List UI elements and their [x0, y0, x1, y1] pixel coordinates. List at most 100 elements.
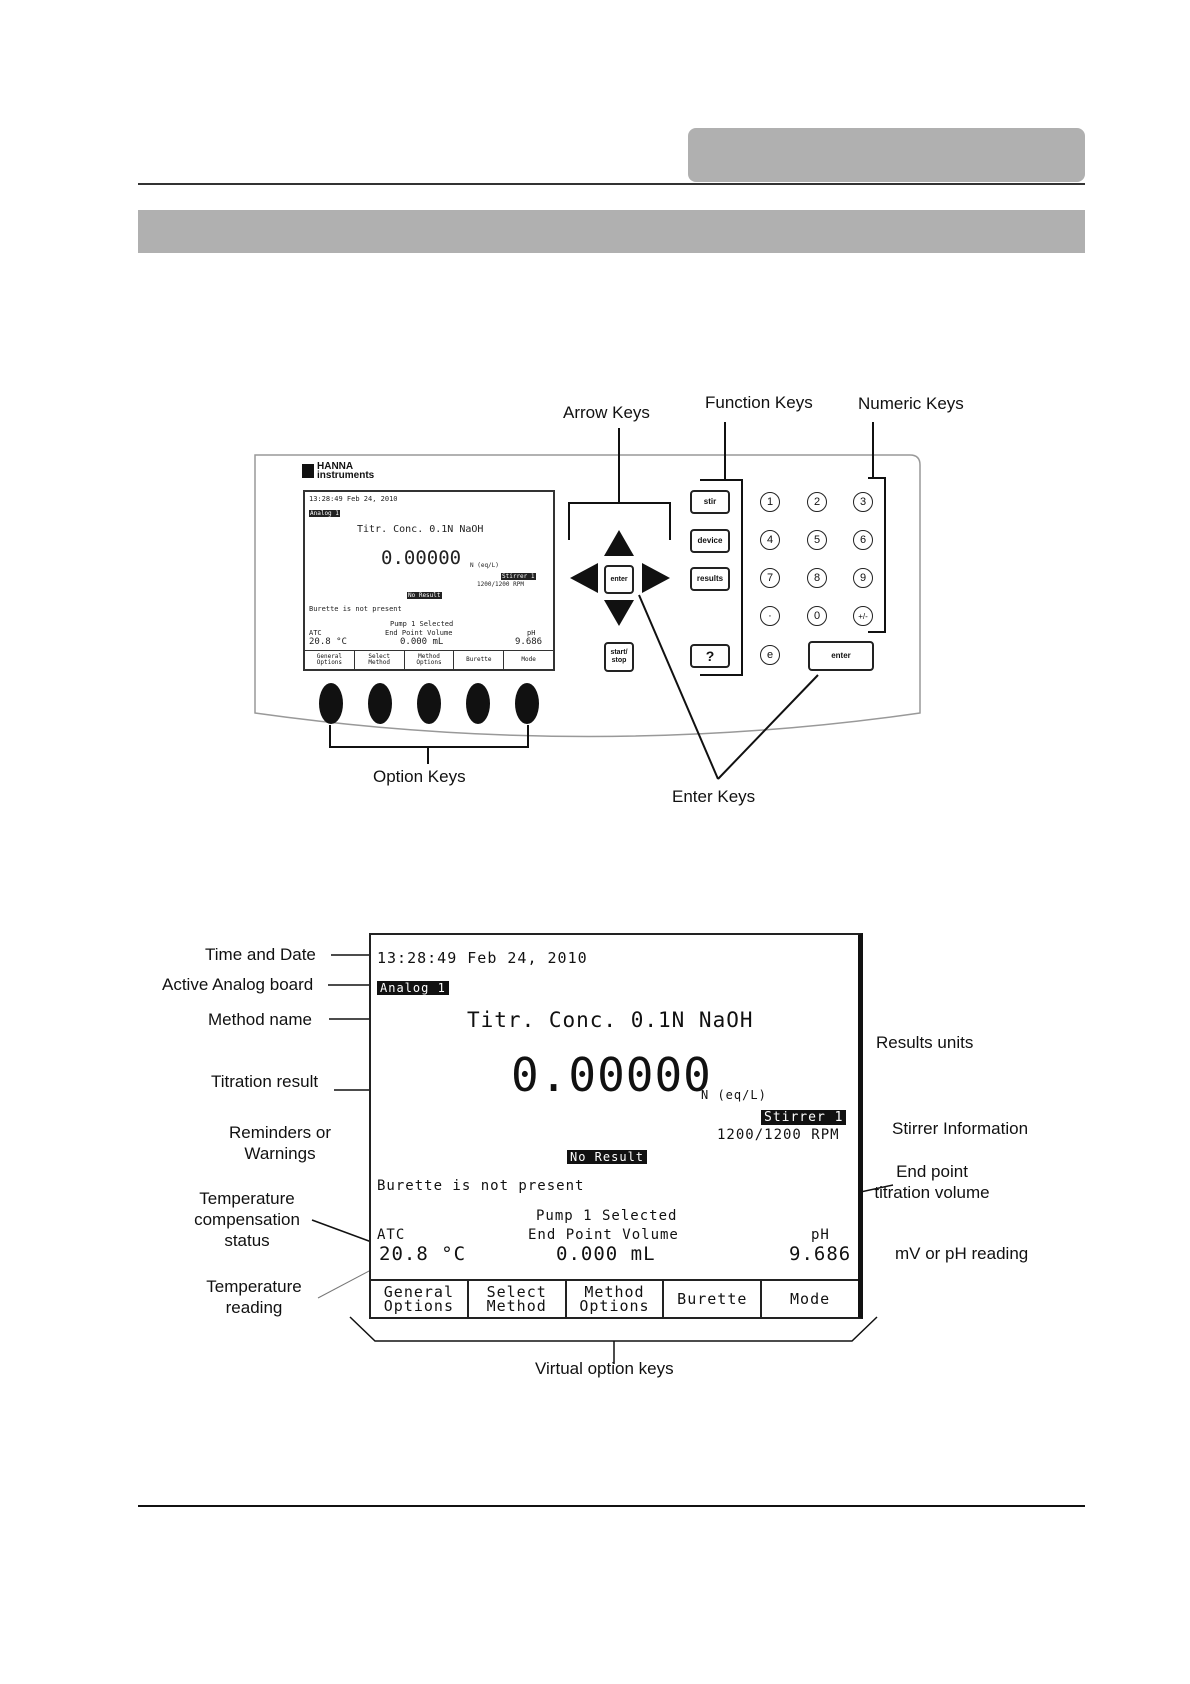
function-keys-callout: Function Keys — [705, 393, 813, 412]
num-key-0[interactable]: 0 — [807, 606, 827, 626]
callout-temp-reading-line2: reading — [225, 1298, 283, 1317]
num-key-2[interactable]: 2 — [807, 492, 827, 512]
callout-board: Active Analog board — [162, 975, 314, 994]
callout-endpoint-line2: titration volume — [874, 1183, 990, 1202]
callout-endpoint-line1: End point — [896, 1162, 968, 1181]
callout-result: Titration result — [211, 1072, 319, 1091]
display-ph: 9.686 — [789, 1243, 852, 1265]
display-time: 13:28:49 Feb 24, 2010 — [377, 949, 588, 967]
function-keys-bracket — [700, 422, 743, 676]
option-key-4[interactable] — [466, 683, 490, 724]
display-warning: Burette is not present — [377, 1178, 585, 1194]
virtual-option-keys: General Options Select Method Method Opt… — [371, 1279, 858, 1317]
callout-endpoint: End point titration volume — [862, 1161, 1002, 1203]
ss-result: 0.00000 — [381, 547, 462, 569]
display-rpm: 1200/1200 RPM — [717, 1127, 840, 1143]
vkey-mode[interactable]: Mode — [790, 1290, 831, 1308]
left-arrow — [570, 563, 598, 593]
up-arrow — [604, 530, 634, 556]
callout-temp-comp: Temperature compensation status — [177, 1188, 317, 1251]
ss-time: 13:28:49 Feb 24, 2010 — [309, 495, 398, 503]
callout-time-date: Time and Date — [205, 945, 316, 964]
panel-outline — [254, 454, 921, 738]
down-arrow — [604, 600, 634, 626]
num-key-3[interactable]: 3 — [853, 492, 873, 512]
ss-key-select-method[interactable]: Select Method — [355, 651, 405, 669]
num-key-8[interactable]: 8 — [807, 568, 827, 588]
num-key-4[interactable]: 4 — [760, 530, 780, 550]
vkey-method-options[interactable]: Method Options — [567, 1281, 665, 1317]
hanna-logo: HANNA instruments — [302, 462, 374, 481]
ss-temp: 20.8 °C — [309, 637, 347, 647]
stir-key[interactable]: stir — [690, 490, 730, 514]
option-key-1[interactable] — [319, 683, 343, 724]
main-enter-key[interactable]: enter — [808, 641, 874, 671]
callout-stirrer-info: Stirrer Information — [892, 1119, 1029, 1138]
callout-method: Method name — [208, 1010, 312, 1029]
ss-ph-label: pH — [527, 629, 536, 637]
num-key-plusminus[interactable]: +/- — [853, 606, 873, 626]
arrow-keys-callout: Arrow Keys — [563, 403, 650, 422]
callout-virtual-keys: Virtual option keys — [535, 1359, 674, 1378]
display-status: No Result — [567, 1150, 648, 1164]
virtual-keys-bracket — [349, 1316, 878, 1364]
callout-temp-reading: Temperature reading — [184, 1276, 324, 1318]
option-key-3[interactable] — [417, 683, 441, 724]
ss-pump: Pump 1 Selected — [390, 620, 454, 628]
callout-reminders-line2: Warnings — [244, 1144, 316, 1163]
front-panel-diagram — [254, 422, 921, 780]
ss-warning: Burette is not present — [309, 605, 402, 613]
option-keys-bracket — [329, 725, 529, 764]
ss-key-general-options[interactable]: General Options — [305, 651, 355, 669]
display-ph-label: pH — [811, 1227, 830, 1243]
ss-stirrer: Stirrer 1 — [501, 573, 536, 580]
display-epv-label: End Point Volume — [528, 1227, 679, 1243]
ss-key-mode[interactable]: Mode — [521, 656, 536, 663]
display-units: N (eq/L) — [701, 1088, 767, 1102]
display-temp: 20.8 °C — [379, 1243, 467, 1265]
line-atc — [311, 1219, 378, 1245]
num-key-5[interactable]: 5 — [807, 530, 827, 550]
option-key-5[interactable] — [515, 683, 539, 724]
help-key[interactable]: ? — [690, 644, 730, 668]
start-stop-key[interactable]: start/ stop — [604, 642, 634, 672]
enter-keys-callout: Enter Keys — [672, 787, 756, 806]
ss-status: No Result — [407, 592, 442, 599]
callout-temp-comp-line3: status — [224, 1231, 270, 1250]
numeric-keys-callout: Numeric Keys — [858, 394, 964, 413]
num-key-7[interactable]: 7 — [760, 568, 780, 588]
callout-temp-reading-line1: Temperature — [206, 1277, 302, 1296]
ss-epv: 0.000 mL — [400, 637, 444, 647]
num-key-9[interactable]: 9 — [853, 568, 873, 588]
header-rule — [138, 183, 1085, 185]
results-key[interactable]: results — [690, 567, 730, 591]
ss-key-method-options[interactable]: Method Options — [405, 651, 455, 669]
option-key-2[interactable] — [368, 683, 392, 724]
vkey-burette[interactable]: Burette — [664, 1281, 763, 1317]
num-key-dot[interactable]: · — [760, 606, 780, 626]
ss-ph: 9.686 — [515, 637, 543, 647]
display-stirrer: Stirrer 1 — [761, 1110, 847, 1125]
num-key-6[interactable]: 6 — [853, 530, 873, 550]
callout-temp-comp-line1: Temperature — [199, 1189, 295, 1208]
enter-keys-lines — [638, 594, 819, 780]
display-result: 0.00000 — [511, 1048, 712, 1102]
ss-board: Analog 1 — [309, 510, 340, 517]
arrow-enter-key[interactable]: enter — [604, 565, 634, 594]
header-tab — [688, 128, 1085, 182]
device-key[interactable]: device — [690, 529, 730, 553]
display-board: Analog 1 — [377, 981, 449, 995]
right-arrow — [642, 563, 670, 593]
large-display: 13:28:49 Feb 24, 2010 Analog 1 Titr. Con… — [369, 933, 863, 1319]
ss-key-burette[interactable]: Burette — [454, 651, 505, 669]
vkey-select-method[interactable]: Select Method — [469, 1281, 567, 1317]
footer-rule — [138, 1505, 1085, 1507]
ss-atc: ATC — [309, 629, 322, 637]
num-key-e[interactable]: e — [760, 645, 780, 665]
callout-results-units: Results units — [876, 1033, 974, 1052]
callout-reminders-line1: Reminders or — [228, 1123, 332, 1142]
num-key-1[interactable]: 1 — [760, 492, 780, 512]
display-atc: ATC — [377, 1227, 406, 1243]
vkey-general-options[interactable]: General Options — [371, 1281, 469, 1317]
ss-method: Titr. Conc. 0.1N NaOH — [357, 524, 484, 535]
